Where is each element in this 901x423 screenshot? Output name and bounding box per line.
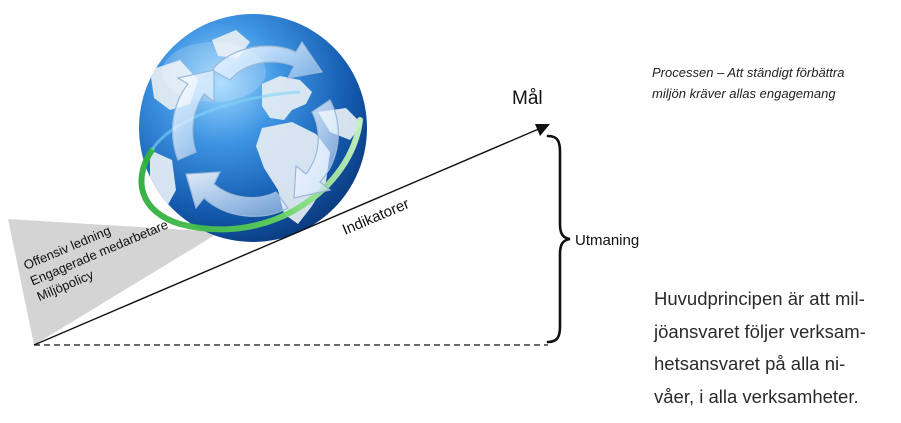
goal-label: Mål bbox=[512, 88, 543, 109]
caption-line-2: miljön kräver allas engagemang bbox=[652, 86, 836, 101]
principle-line-3: hetsansvaret på alla ni- bbox=[654, 353, 846, 374]
curly-brace-icon bbox=[546, 134, 571, 344]
challenge-label: Utmaning bbox=[575, 232, 640, 249]
figure-caption: Processen – Att ständigt förbättra miljö… bbox=[652, 62, 897, 104]
principle-text: Huvudprincipen är att mil- jöansvaret fö… bbox=[654, 283, 899, 413]
caption-line-1: Processen – Att ständigt förbättra bbox=[652, 65, 845, 80]
foundation-wedge bbox=[8, 219, 220, 345]
principle-line-1: Huvudprincipen är att mil- bbox=[654, 288, 865, 309]
green-orbit-ring bbox=[138, 117, 363, 233]
arrowhead-icon bbox=[535, 124, 550, 136]
principle-line-2: jöansvaret följer verksam- bbox=[654, 320, 866, 342]
indicators-label: Indikatorer bbox=[340, 195, 412, 238]
green-orbit-ring-back bbox=[150, 90, 301, 151]
principle-line-4: våer, i alla verksamheter. bbox=[654, 385, 859, 407]
circular-arrows-icon bbox=[171, 40, 339, 217]
indicator-line bbox=[33, 127, 542, 346]
